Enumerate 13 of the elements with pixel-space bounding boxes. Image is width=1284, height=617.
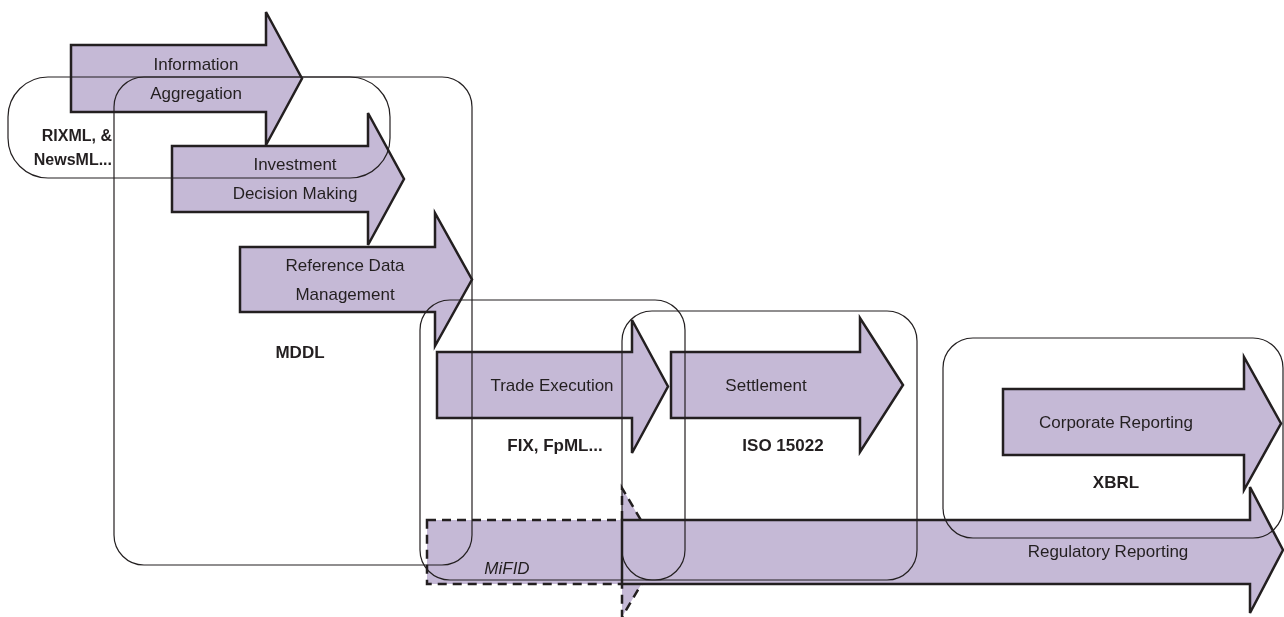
arrow-label: Corporate Reporting: [1038, 411, 1194, 434]
arrow-label: MiFID: [483, 558, 531, 580]
standard-label: MDDL: [274, 342, 326, 364]
standard-label: RIXML, & NewsML...: [32, 126, 112, 170]
arrow-label: Trade Execution: [489, 374, 615, 397]
standard-label: XBRL: [1091, 472, 1141, 494]
arrow-label: Investment Decision Making: [231, 154, 359, 205]
arrow-label: Settlement: [724, 374, 808, 397]
standard-label: FIX, FpML...: [506, 435, 604, 457]
standard-label: ISO 15022: [741, 435, 825, 457]
arrow-label: Reference Data Management: [284, 254, 406, 306]
arrow-label: Information Aggregation: [149, 53, 243, 105]
arrow-label: Regulatory Reporting: [1026, 541, 1190, 563]
